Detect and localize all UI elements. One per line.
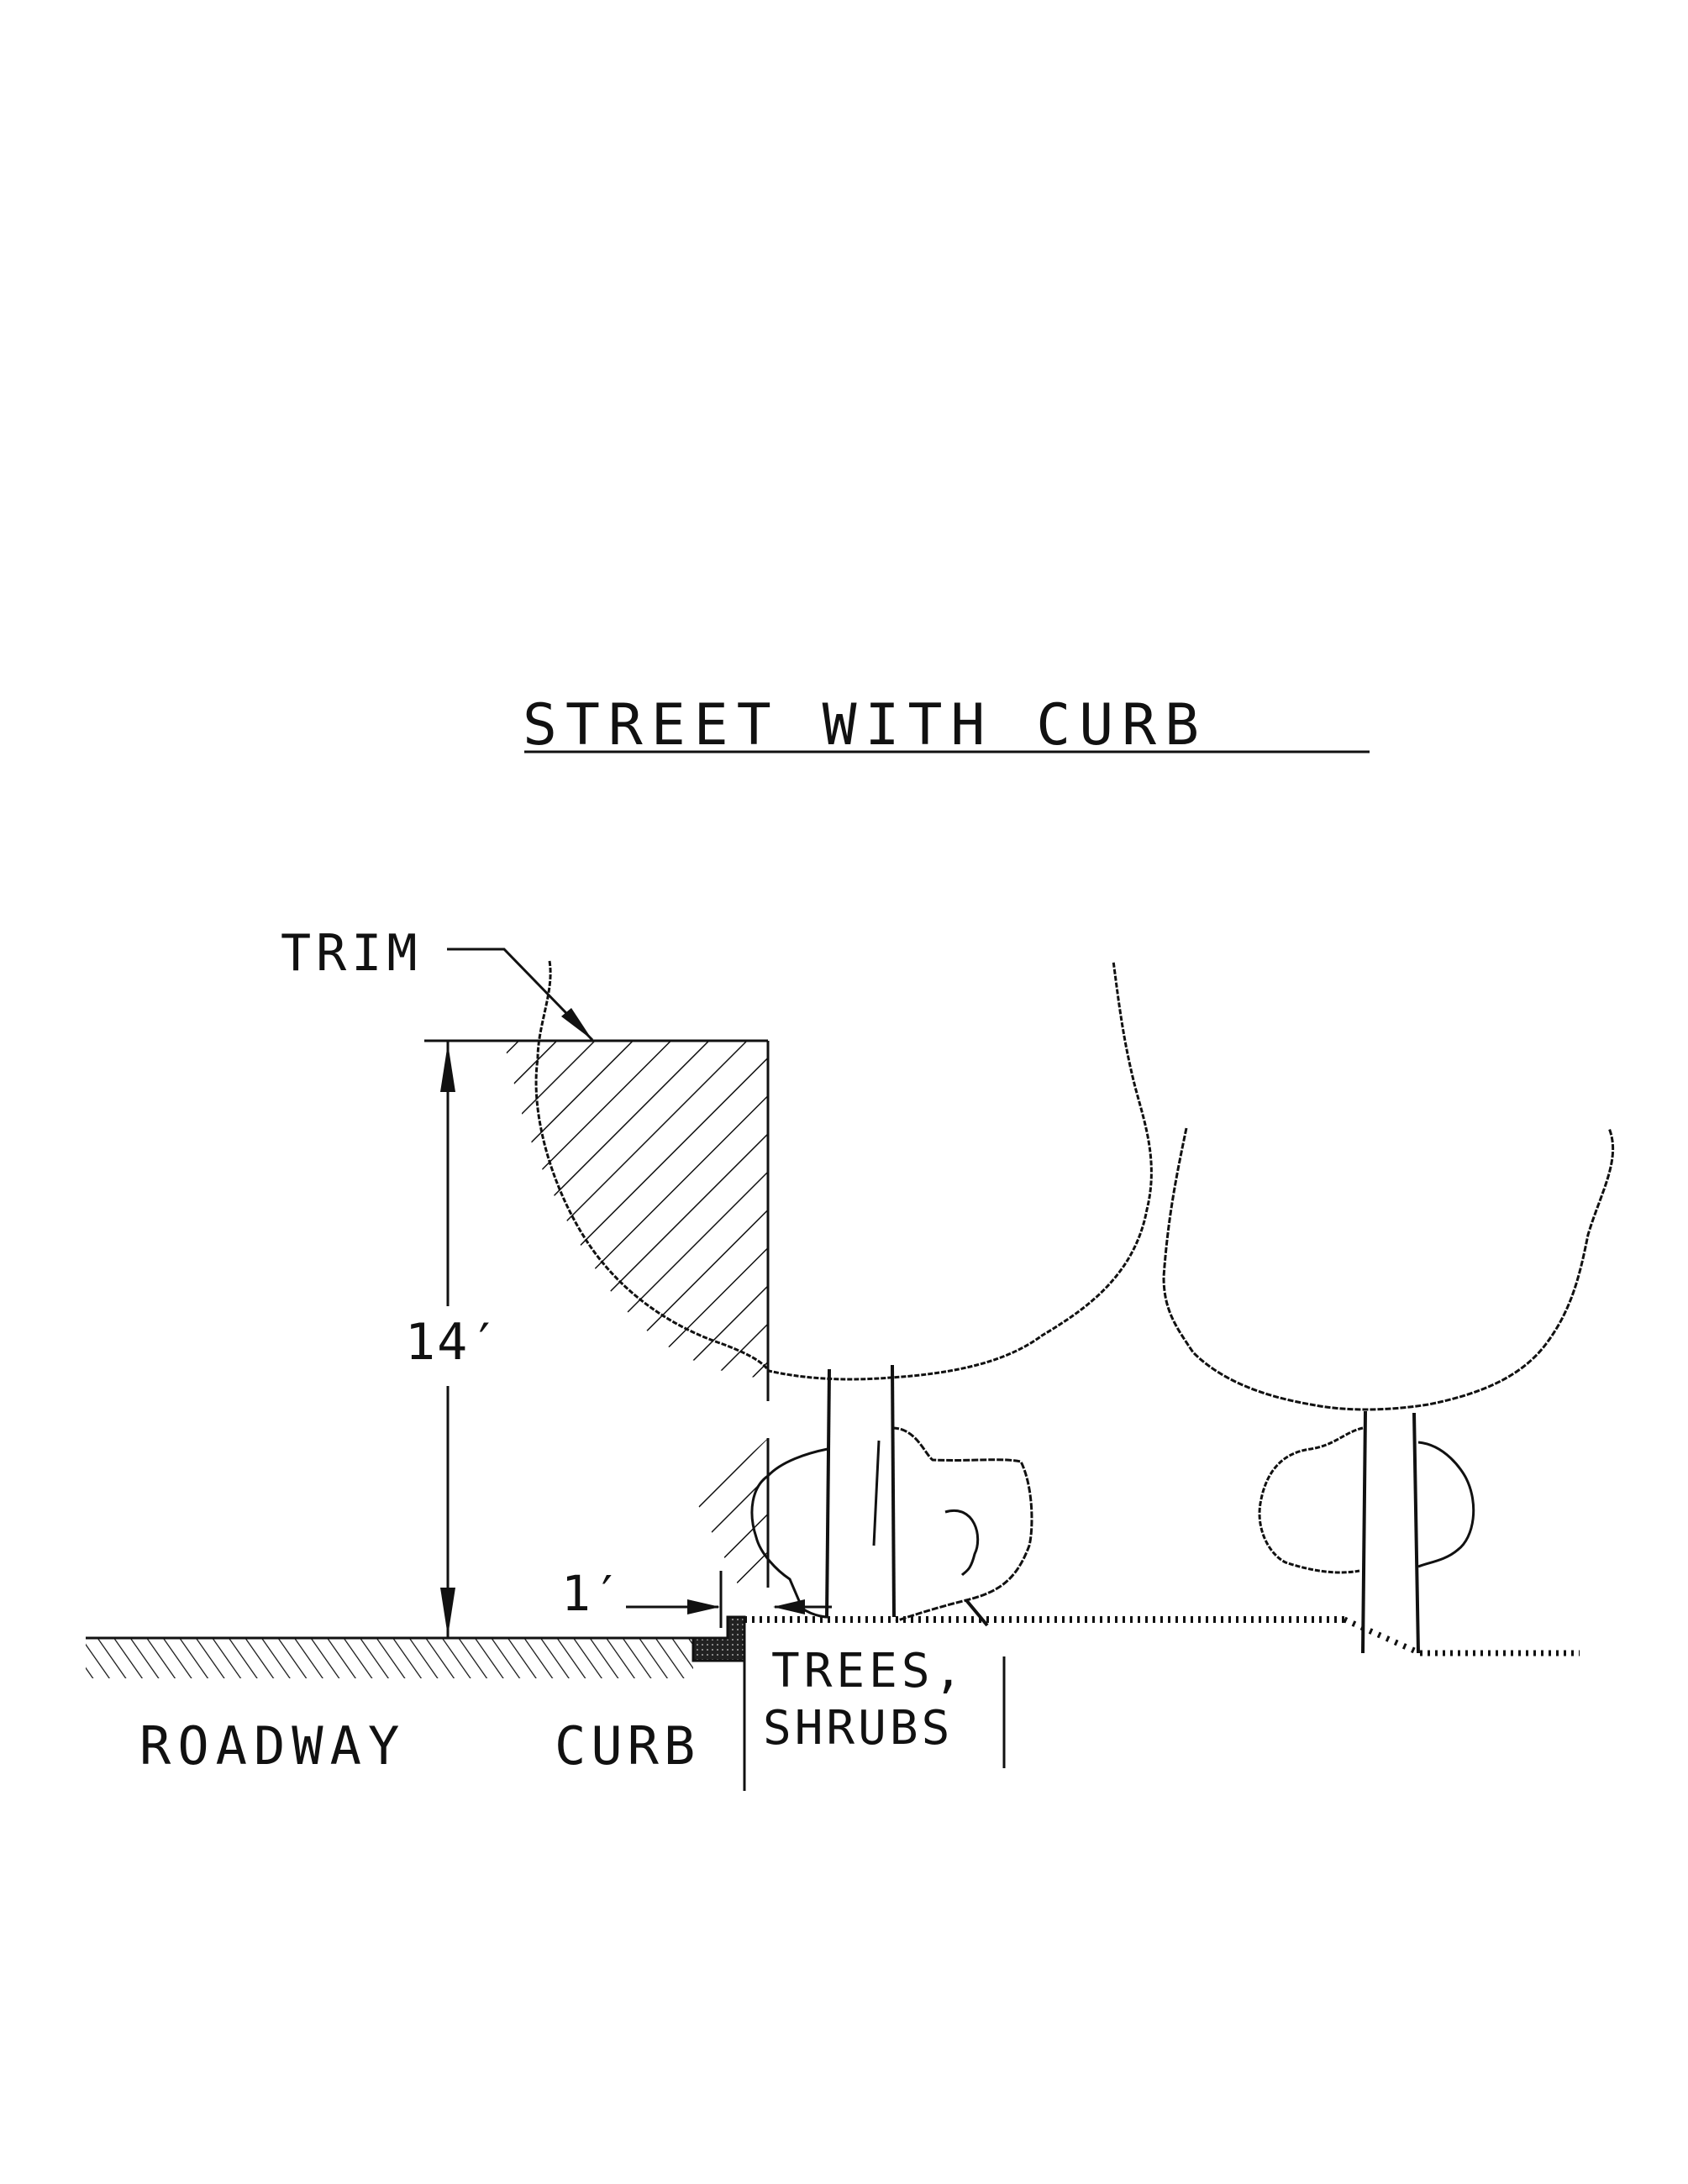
clearance-height-label: 14′ [405,1313,502,1372]
trees-label: TREES, [771,1644,967,1698]
roadway-surface [86,1636,693,1678]
tree-1 [534,960,1153,1627]
diagram-title: STREET WITH CURB [523,692,1208,759]
clearance-dimension [440,1041,455,1638]
trim-leader-arrow [447,948,594,1042]
tree-2 [1162,1127,1615,1654]
curb-block [692,1615,746,1662]
curb-label: CURB [555,1715,701,1777]
roadway-label: ROADWAY [139,1715,407,1777]
setback-distance-label: 1′ [561,1565,623,1622]
trim-label: TRIM [281,924,423,983]
ground-line [744,1616,1580,1656]
trim-clearance-zone [424,1039,770,1588]
setback-dimension [626,1571,832,1628]
shrubs-label: SHRUBS [763,1701,954,1756]
